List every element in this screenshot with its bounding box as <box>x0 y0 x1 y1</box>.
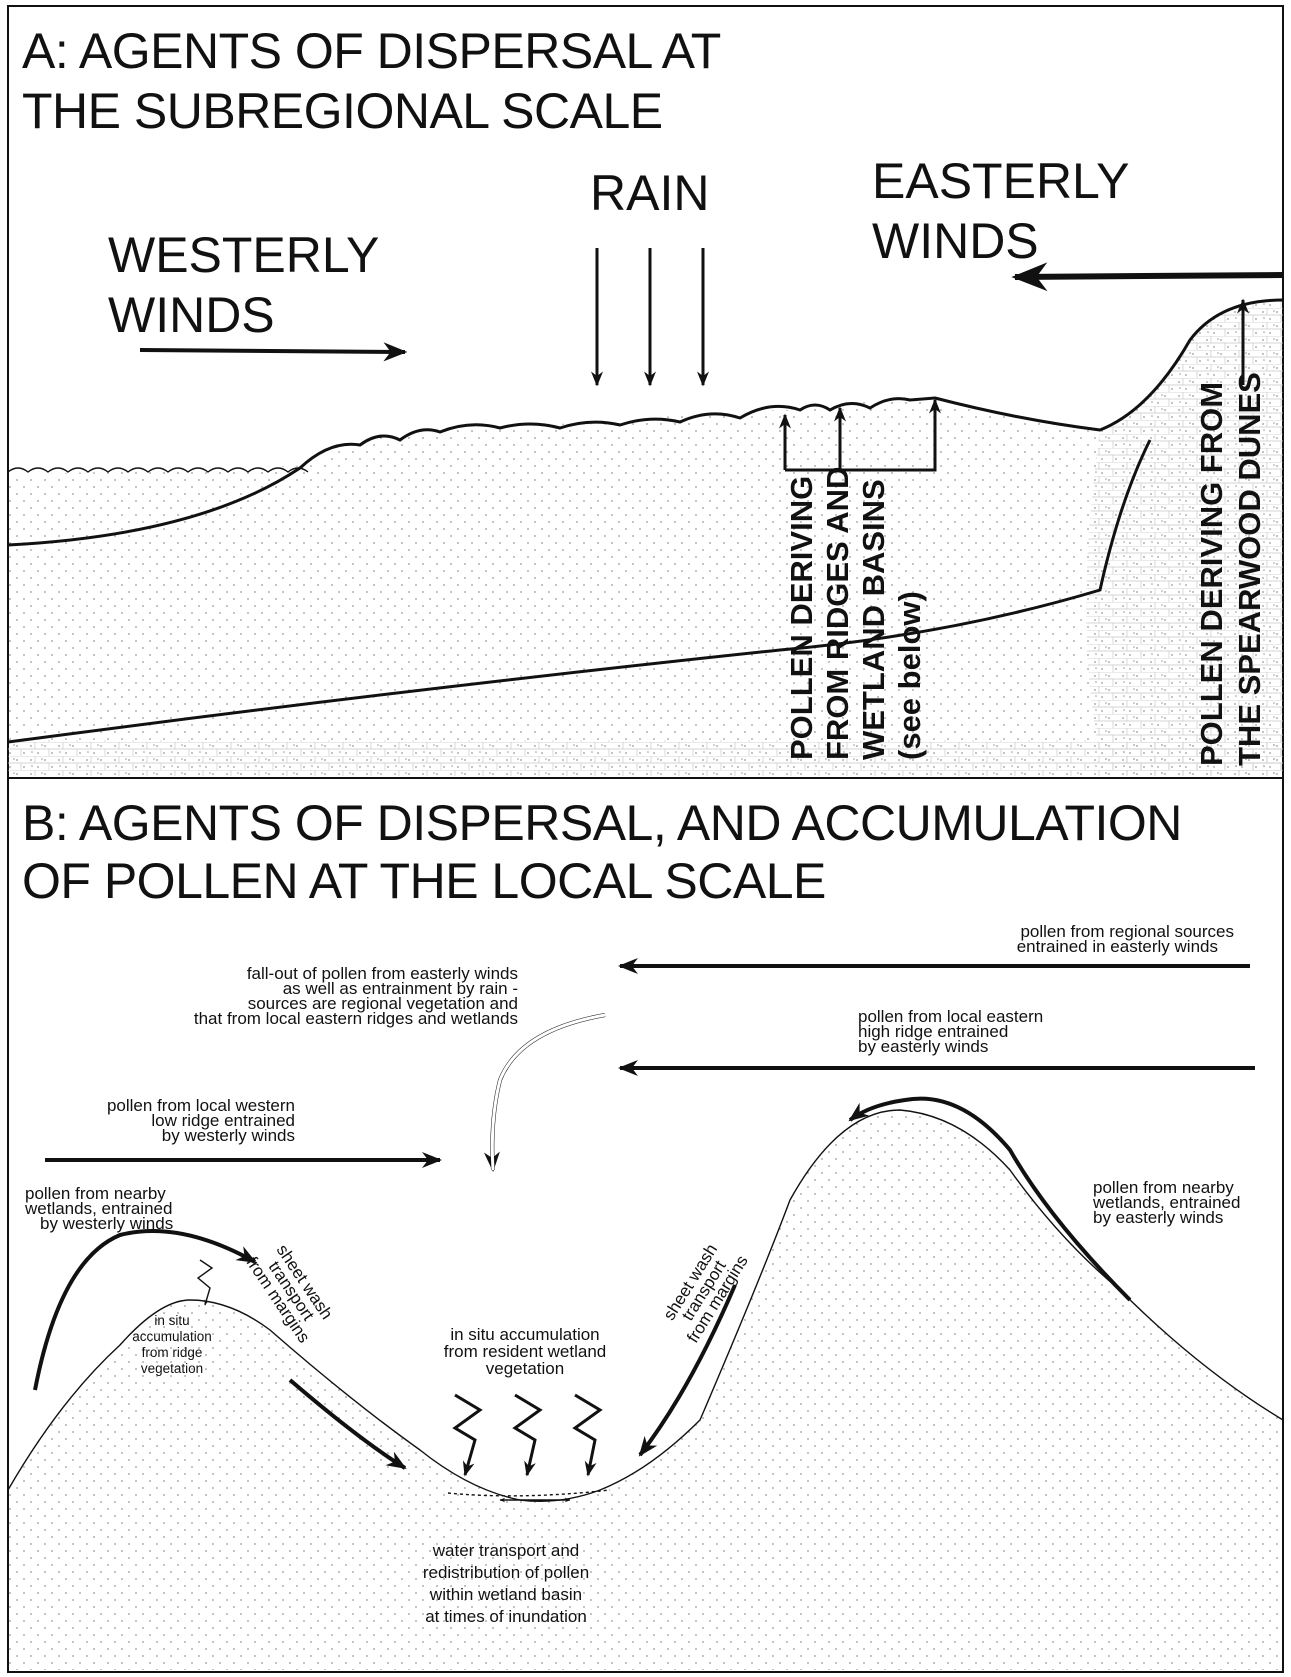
sheet-wash-left-arrow <box>288 1378 407 1470</box>
lake-surface <box>7 467 309 473</box>
western-ridge-label-line1: pollen from local western <box>107 1096 295 1115</box>
land-surface <box>298 298 1284 470</box>
lake-bed-line <box>7 466 301 547</box>
western-ridge-label: pollen from local western low ridge entr… <box>107 1096 295 1145</box>
water-transport-line1: water transport and <box>432 1541 579 1560</box>
basement-fill <box>8 740 1283 776</box>
eastern-ridge-label-line2: high ridge entrained <box>858 1022 1008 1041</box>
ridges-label-line3: WETLAND BASINS <box>856 479 891 760</box>
eastern-ridge-label: pollen from local eastern high ridge ent… <box>858 1007 1043 1056</box>
nearby-east-arrow <box>848 1096 1132 1302</box>
ridges-label-line1: POLLEN DERIVING <box>784 476 819 760</box>
westerly-label-line1: WESTERLY <box>108 227 379 283</box>
easterly-winds-arrow <box>1011 262 1284 292</box>
sediment-base-line <box>7 439 1152 744</box>
fallout-arrow-inner <box>490 1013 606 1171</box>
nearby-east-label-line3: by easterly winds <box>1093 1208 1223 1227</box>
in-situ-ridge-label-line1: in situ <box>154 1313 189 1328</box>
nearby-east-label-line2: wetlands, entrained <box>1092 1193 1240 1212</box>
sheet-wash-right-label: sheet wash transport from margins <box>659 1241 751 1347</box>
local-terrain-surface <box>7 1109 1284 1502</box>
rain-label: RAIN <box>590 165 709 221</box>
easterly-label-line1: EASTERLY <box>872 153 1130 209</box>
regional-label-line2: entrained in easterly winds <box>1017 937 1218 956</box>
sheet-wash-right-arrow <box>638 1284 737 1457</box>
wetland-zigzag-2 <box>512 1393 543 1477</box>
panel-b: B: AGENTS OF DISPERSAL, AND ACCUMULATION… <box>7 795 1284 1670</box>
dunes-label: POLLEN DERIVING FROM THE SPEARWOOD DUNES <box>1194 372 1267 766</box>
fallout-label: fall-out of pollen from easterly winds a… <box>194 964 518 1028</box>
wetland-zigzag-3 <box>572 1393 603 1477</box>
panel-a: A: AGENTS OF DISPERSAL AT THE SUBREGIONA… <box>7 23 1284 776</box>
dunes-label-line1: POLLEN DERIVING FROM <box>1194 382 1229 766</box>
fallout-arrow <box>483 1013 606 1172</box>
in-situ-wetland-line1: in situ accumulation <box>450 1325 599 1344</box>
eastern-ridge-label-line1: pollen from local eastern <box>858 1007 1043 1026</box>
in-situ-ridge-label-line3: from ridge <box>142 1345 203 1360</box>
in-situ-wetland-line3: vegetation <box>486 1359 564 1378</box>
eastern-ridge-label-line3: by easterly winds <box>858 1037 988 1056</box>
ridges-label: POLLEN DERIVING FROM RIDGES AND WETLAND … <box>784 467 927 760</box>
nearby-west-label-line3: by westerly winds <box>40 1214 173 1233</box>
easterly-label-line2: WINDS <box>872 213 1039 269</box>
water-transport-line2: redistribution of pollen <box>423 1563 589 1582</box>
spearwood-dunes-fill <box>1086 300 1283 775</box>
westerly-winds-arrow <box>139 342 408 362</box>
westerly-label-line2: WINDS <box>108 287 275 343</box>
terrain-fill <box>8 300 1283 775</box>
panel-a-title-line2: THE SUBREGIONAL SCALE <box>22 83 663 139</box>
panel-a-title-line1: A: AGENTS OF DISPERSAL AT <box>22 23 721 79</box>
in-situ-wetland-line2: from resident wetland <box>444 1342 607 1361</box>
ridge-in-situ-zigzag <box>196 1259 214 1306</box>
water-transport-line4: at times of inundation <box>425 1607 587 1626</box>
in-situ-ridge-label-line2: accumulation <box>132 1329 212 1344</box>
regional-label: pollen from regional sources entrained i… <box>1017 922 1234 956</box>
nearby-west-label-line1: pollen from nearby <box>25 1184 166 1203</box>
outer-frame <box>7 5 1284 1673</box>
fallout-label-line4: that from local eastern ridges and wetla… <box>194 1009 518 1028</box>
in-situ-wetland-label: in situ accumulation from resident wetla… <box>444 1325 607 1378</box>
regional-label-line1: pollen from regional sources <box>1020 922 1234 941</box>
nearby-east-label: pollen from nearby wetlands, entrained b… <box>1092 1178 1240 1227</box>
nearby-west-label-line2: wetlands, entrained <box>24 1199 172 1218</box>
in-situ-ridge-label: in situ accumulation from ridge vegetati… <box>132 1313 212 1376</box>
water-transport-line3: within wetland basin <box>429 1585 582 1604</box>
nearby-west-arrow <box>33 1229 257 1391</box>
fallout-label-line2: as well as entrainment by rain - <box>283 979 518 998</box>
fallout-label-line1: fall-out of pollen from easterly winds <box>247 964 518 983</box>
ridges-label-line4: (see below) <box>892 591 927 760</box>
wetland-zigzag-1 <box>452 1393 483 1477</box>
western-ridge-label-line3: by westerly winds <box>162 1126 295 1145</box>
panel-b-title-line2: OF POLLEN AT THE LOCAL SCALE <box>22 853 826 909</box>
fallout-label-line3: sources are regional vegetation and <box>248 994 518 1013</box>
nearby-east-label-line1: pollen from nearby <box>1093 1178 1234 1197</box>
nearby-west-label: pollen from nearby wetlands, entrained b… <box>24 1184 173 1233</box>
panel-b-title-line1: B: AGENTS OF DISPERSAL, AND ACCUMULATION <box>22 795 1182 851</box>
in-situ-ridge-label-line4: vegetation <box>141 1361 203 1376</box>
water-transport-label: water transport and redistribution of po… <box>423 1541 589 1626</box>
ridges-label-line2: FROM RIDGES AND <box>820 467 855 760</box>
local-terrain-fill <box>8 1110 1283 1670</box>
dunes-label-line2: THE SPEARWOOD DUNES <box>1232 372 1267 766</box>
western-ridge-label-line2: low ridge entrained <box>151 1111 295 1130</box>
